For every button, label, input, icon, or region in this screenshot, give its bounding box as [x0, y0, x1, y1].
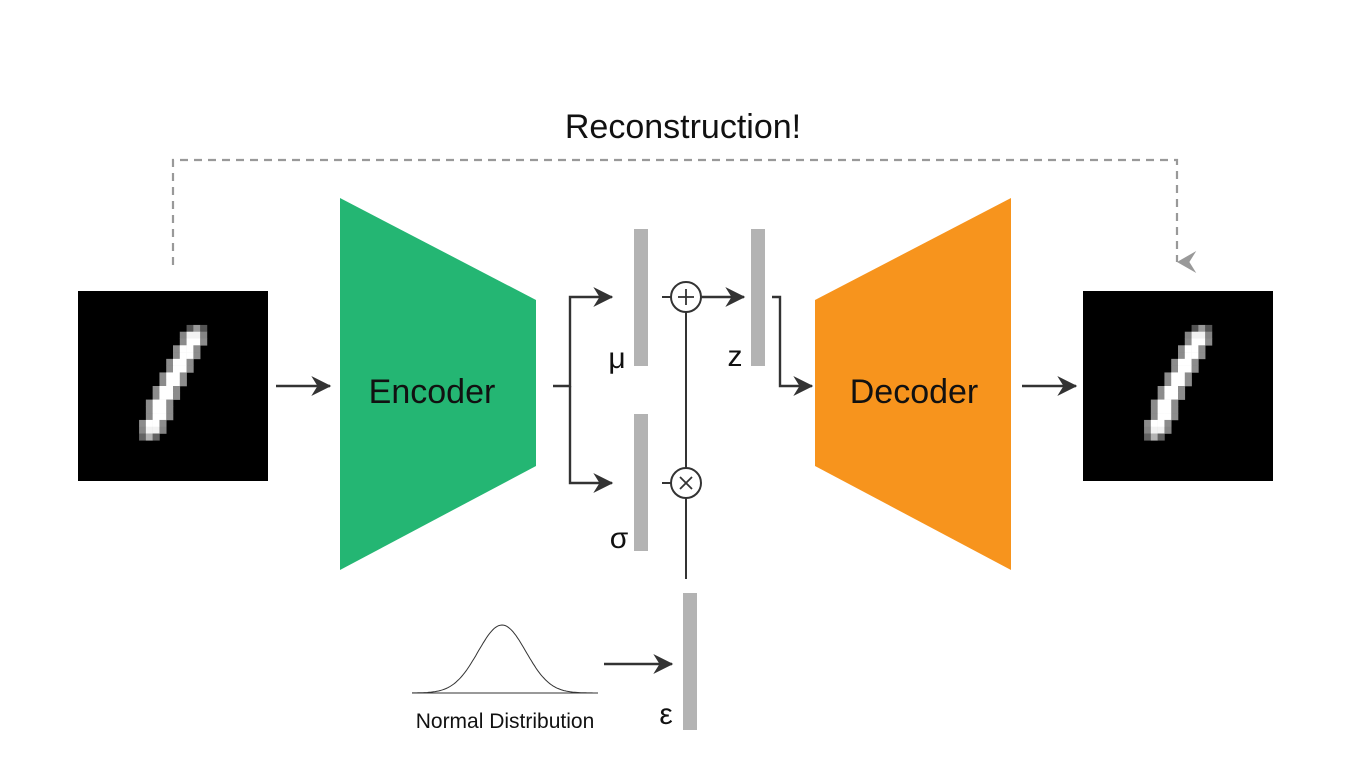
sigma-vector-bar	[634, 414, 648, 551]
z-vector-bar	[751, 229, 765, 366]
encoder-to-sigma-arrow	[568, 386, 614, 493]
decoder-label: Decoder	[850, 373, 979, 411]
encoder-block: Encoder	[340, 198, 536, 570]
z-to-decoder-arrow	[772, 295, 814, 396]
mu-label: μ	[608, 342, 625, 375]
sigma-label: σ	[610, 522, 629, 555]
z-label: z	[728, 340, 743, 373]
normal-distribution-curve	[412, 624, 598, 694]
input-image	[78, 291, 268, 481]
epsilon-label: ε	[659, 698, 672, 731]
output-digit-glyph	[1144, 324, 1213, 441]
epsilon-vector-bar	[683, 593, 697, 730]
encoder-to-mu-arrow	[553, 287, 614, 388]
reconstruction-title: Reconstruction!	[565, 108, 801, 146]
reconstruction-dashed-arrow	[171, 158, 1197, 273]
normal-distribution-label: Normal Distribution	[416, 710, 595, 733]
mu-vector-bar	[634, 229, 648, 366]
add-operator	[670, 281, 702, 313]
multiply-operator	[670, 467, 702, 499]
output-image	[1083, 291, 1273, 481]
input-digit-glyph	[139, 324, 208, 441]
encoder-label: Encoder	[369, 373, 496, 411]
decoder-block: Decoder	[815, 198, 1011, 570]
